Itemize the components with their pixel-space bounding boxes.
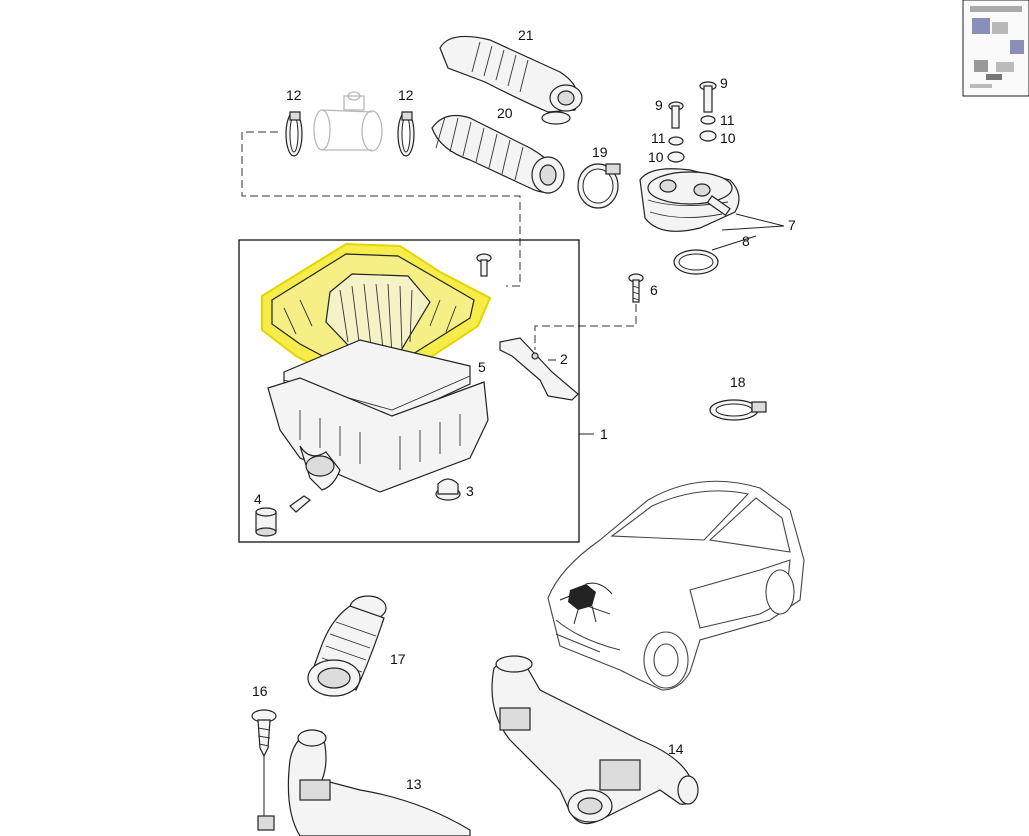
leader-lines	[548, 213, 785, 435]
label-part-16: 16	[252, 683, 268, 699]
thumbnail-image-icon	[970, 6, 1024, 88]
label-part-6: 6	[650, 282, 658, 298]
label-part-14: 14	[668, 741, 684, 757]
diagram-thumbnail[interactable]	[962, 0, 1029, 97]
hose-clamp-12-left[interactable]	[285, 111, 303, 157]
label-part-21: 21	[518, 27, 534, 43]
label-part-18: 18	[730, 374, 746, 390]
label-part-2: 2	[560, 351, 568, 367]
hose-clamp-12-right[interactable]	[397, 111, 415, 157]
washer-10-right[interactable]	[699, 130, 717, 142]
label-part-13: 13	[406, 776, 422, 792]
air-pipe-13[interactable]	[257, 729, 471, 836]
label-part-10b: 10	[720, 130, 736, 146]
hose-20[interactable]	[431, 115, 565, 194]
washer-10-left[interactable]	[667, 151, 685, 163]
label-part-4: 4	[254, 491, 262, 507]
label-part-11a: 11	[651, 130, 666, 146]
label-part-10a: 10	[648, 149, 664, 165]
label-part-20: 20	[497, 105, 513, 121]
hose-clamp-19[interactable]	[577, 163, 621, 209]
air-filter-housing-lower[interactable]	[267, 377, 489, 493]
bolt-9-right[interactable]	[699, 81, 717, 113]
label-part-9a: 9	[655, 97, 663, 113]
label-part-7: 7	[788, 217, 796, 233]
rubber-grommet-3[interactable]	[435, 478, 461, 501]
label-part-19: 19	[592, 144, 608, 160]
air-filter-housing-lid[interactable]	[261, 242, 492, 394]
part-labels: 1 2 3 4 5 6 7 8 9 9 10 10 11 11 12 12 13…	[252, 27, 796, 792]
washer-11-right[interactable]	[700, 115, 716, 125]
label-part-12a: 12	[286, 87, 302, 103]
seal-ring-8[interactable]	[673, 249, 719, 275]
resonator-7[interactable]	[639, 168, 740, 232]
label-part-17: 17	[390, 651, 406, 667]
air-pipe-14[interactable]	[491, 655, 699, 825]
dashed-reference-line-6	[534, 304, 637, 350]
screw-lid[interactable]	[476, 253, 492, 277]
air-filter-assembly-frame	[238, 239, 580, 543]
mass-air-flow-sensor-ghost	[313, 91, 383, 152]
label-part-9b: 9	[720, 75, 728, 91]
washer-11-left[interactable]	[668, 136, 684, 146]
label-part-12b: 12	[398, 87, 414, 103]
hose-21[interactable]	[439, 35, 583, 125]
hose-17[interactable]	[307, 595, 387, 697]
label-part-1: 1	[600, 426, 608, 442]
label-part-3: 3	[466, 483, 474, 499]
hose-connector-4[interactable]	[255, 495, 311, 537]
bolt-6[interactable]	[628, 273, 644, 303]
bolt-9-left[interactable]	[668, 101, 684, 129]
hose-clamp-18[interactable]	[709, 399, 767, 421]
label-part-5: 5	[478, 359, 486, 375]
label-part-11b: 11	[720, 112, 735, 128]
label-part-8: 8	[742, 233, 750, 249]
dashed-reference-line	[241, 131, 521, 287]
mounting-bracket-2[interactable]	[499, 337, 579, 401]
screw-16[interactable]	[251, 709, 277, 758]
vehicle-location-illustration	[547, 480, 805, 691]
